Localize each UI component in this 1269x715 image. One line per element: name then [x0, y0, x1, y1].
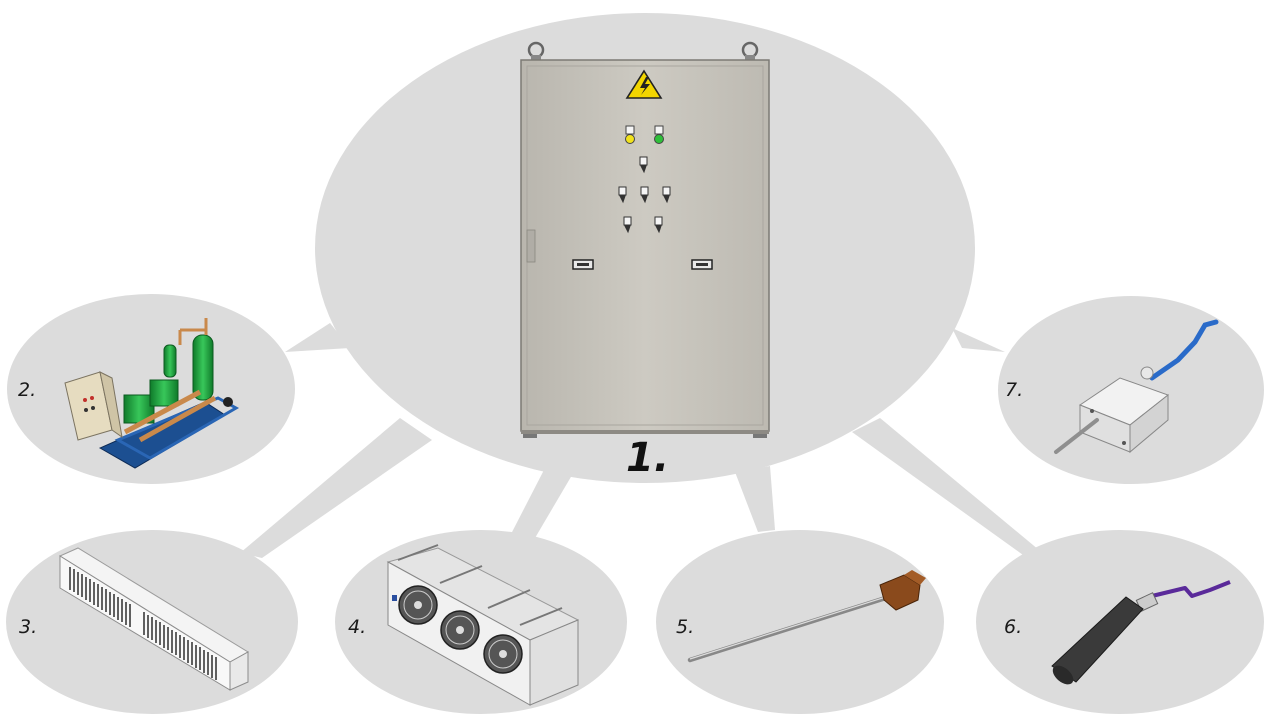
bubble-5: [656, 530, 944, 714]
air-cooler-icon: [58, 547, 249, 691]
label-item-6: 6.: [1004, 616, 1023, 638]
lamp-yellow: [625, 134, 635, 144]
label-item-7: 7.: [1005, 379, 1024, 401]
switch-group: [618, 156, 671, 234]
connectors: [240, 323, 1045, 560]
compressor-rack-icon: [64, 318, 240, 469]
temperature-probe-icon: [687, 570, 926, 663]
heater-element-icon: [1051, 580, 1231, 685]
label-item-2: 2.: [18, 379, 37, 401]
connector-4: [510, 468, 575, 538]
connector-5: [735, 466, 775, 532]
label-item-3: 3.: [19, 616, 38, 638]
connector-7: [952, 328, 1005, 352]
sensor-box-icon: [1054, 319, 1219, 454]
condenser-fans: [398, 585, 523, 674]
condenser-icon: [386, 544, 580, 706]
control-cabinet-icon: [520, 41, 770, 438]
connector-2: [285, 323, 350, 352]
label-main: 1.: [626, 435, 670, 481]
label-item-4: 4.: [348, 616, 367, 638]
connector-3: [240, 418, 432, 558]
connector-6: [852, 418, 1045, 560]
label-item-5: 5.: [676, 616, 695, 638]
lamp-green: [654, 134, 664, 144]
